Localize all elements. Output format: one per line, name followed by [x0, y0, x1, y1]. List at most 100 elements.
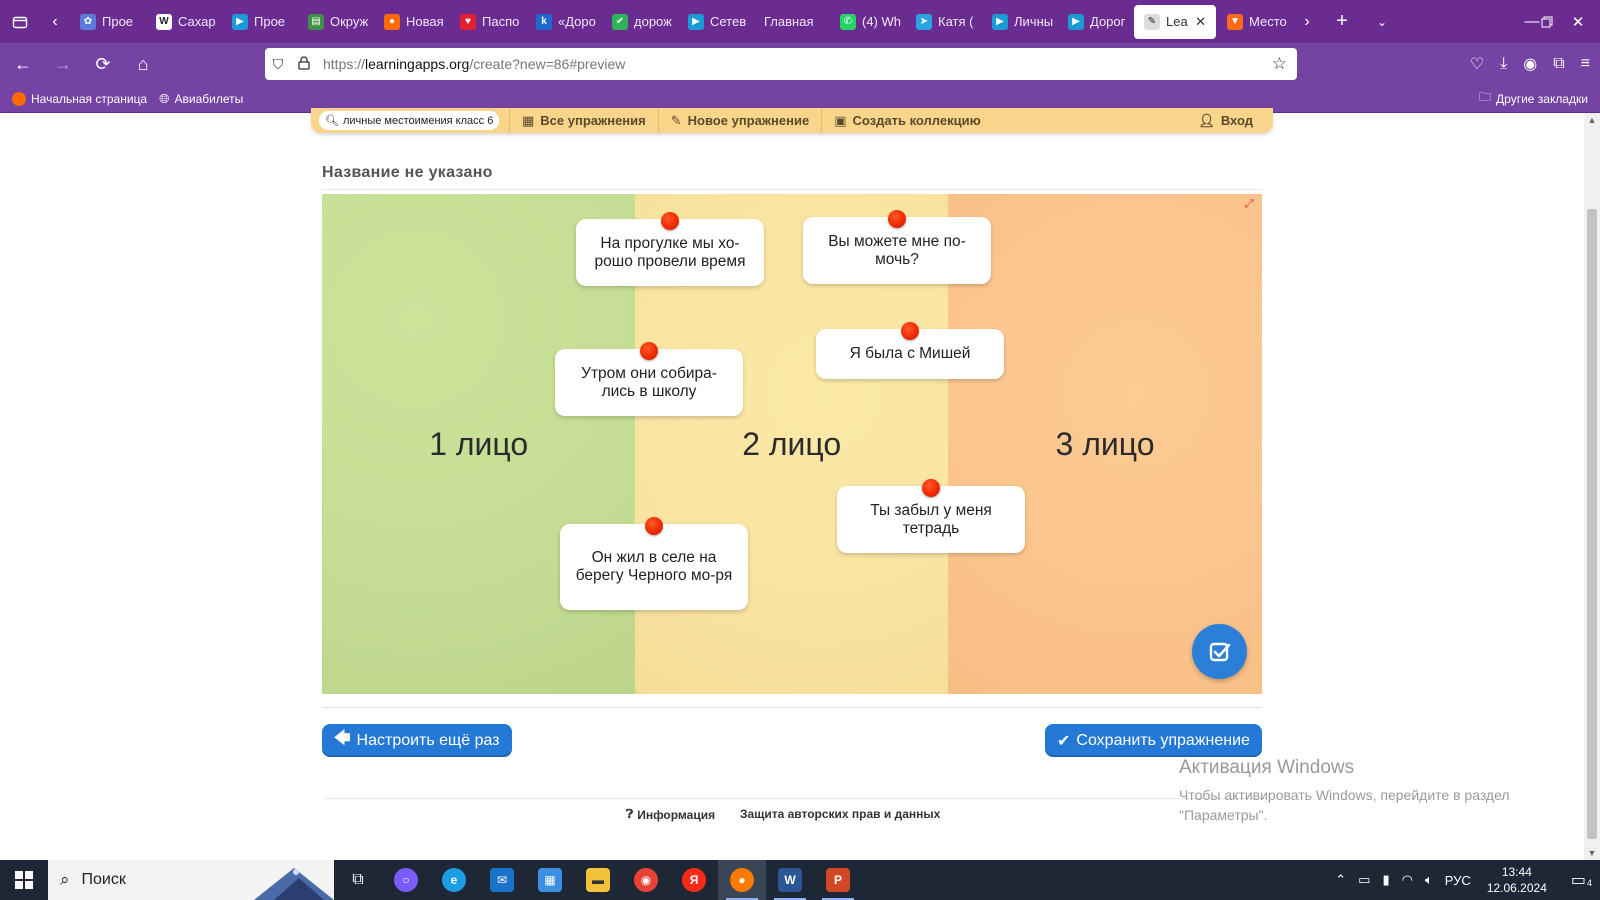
browser-tab[interactable]: ✆(4) Wh [830, 5, 905, 39]
retry-button[interactable]: 🡄︎ Настроить ещё раз [322, 724, 512, 757]
login-link[interactable]: 👤︎ Вход [1198, 112, 1253, 129]
list-tabs-chevron-icon[interactable]: ⌄ [1376, 14, 1388, 29]
edge-icon[interactable]: e [430, 860, 478, 900]
draggable-card[interactable]: Он жил в селе на берегу Черного мо-ря [560, 517, 748, 610]
powerpoint-icon[interactable]: P [814, 860, 862, 900]
tab-favicon-icon: ▤ [308, 13, 324, 30]
chrome-icon[interactable]: ◉ [622, 860, 670, 900]
battery-icon[interactable]: ▮ [1382, 872, 1390, 887]
other-bookmarks[interactable]: 🗀 Другие закладки [1479, 88, 1588, 109]
mail-icon[interactable]: ✉ [478, 860, 526, 900]
scroll-up-icon[interactable]: ▲ [1587, 115, 1597, 125]
exercise-board: 1 лицо 2 лицо 3 лицо ⤢ На прогулке мы хо… [322, 194, 1262, 694]
browser-tab[interactable]: Главная [754, 5, 829, 39]
scroll-tabs-right-icon[interactable]: › [1304, 12, 1310, 30]
tab-label: Lea [1166, 14, 1188, 29]
browser-tab[interactable]: ➤Катя ( [906, 5, 981, 39]
file-explorer-icon[interactable]: ▬ [574, 860, 622, 900]
new-exercise-link[interactable]: ✎ Новое упражнение [657, 108, 821, 133]
notification-count: 4 [1586, 878, 1592, 888]
windows-start-button[interactable] [0, 860, 48, 900]
check-answers-button[interactable] [1192, 624, 1247, 679]
minimize-button[interactable]: — [1524, 13, 1540, 30]
bookmark-home[interactable]: Начальная страница [12, 91, 147, 106]
bookmark-flights[interactable]: 🌐︎ Авиабилеты [159, 90, 244, 106]
browser-tab[interactable]: ▤Окруж [298, 5, 373, 39]
user-icon: 👤︎ [1198, 112, 1215, 128]
volume-icon[interactable]: 🔈︎ [1424, 872, 1433, 887]
account-icon[interactable]: ◉ [1523, 56, 1538, 73]
footer-divider [326, 798, 1266, 799]
draggable-card[interactable]: Я была с Мишей [816, 322, 1004, 379]
page-scrollbar[interactable]: ▲ ▼ [1584, 113, 1600, 860]
browser-tab[interactable]: ▶Личны [982, 5, 1057, 39]
search-input[interactable]: 🔍︎ личные местоимения класс 6 [319, 111, 499, 130]
browser-tab[interactable]: ✔дорож [602, 5, 677, 39]
footer-info-link[interactable]: ❓︎ Информация [626, 807, 716, 822]
notifications-button[interactable]: ▭ 4 [1557, 870, 1600, 890]
alice-icon[interactable]: ○ [382, 860, 430, 900]
draggable-card[interactable]: Вы можете мне по-мочь? [803, 210, 991, 284]
browser-tab[interactable]: ▶Сетев [678, 5, 753, 39]
search-icon: ⌕ [60, 870, 70, 889]
yandex-browser-icon[interactable]: Я [670, 860, 718, 900]
draggable-card[interactable]: Утром они собира-лись в школу [555, 342, 743, 416]
new-tab-button[interactable]: + [1336, 10, 1348, 32]
tab-favicon-icon: k [536, 13, 552, 30]
browser-tab[interactable]: ♥Паспо [450, 5, 525, 39]
tab-manager-icon[interactable] [0, 0, 40, 43]
browser-tab[interactable]: ✎Lea✕ [1134, 4, 1216, 39]
scroll-down-icon[interactable]: ▼ [1587, 848, 1597, 858]
browser-tab[interactable]: k«Доро [526, 5, 601, 39]
scroll-tabs-left-icon[interactable]: ‹ [52, 12, 58, 30]
tab-favicon-icon: ♥ [460, 13, 476, 30]
bookmark-star-icon[interactable]: ☆ [1271, 54, 1287, 73]
reload-icon[interactable]: ⟳ [95, 53, 111, 74]
tracking-shield-icon[interactable]: ⛉ [272, 55, 284, 72]
language-indicator[interactable]: РУС [1444, 872, 1471, 888]
all-exercises-link[interactable]: ▦ Все упражнения [509, 108, 658, 133]
footer-privacy-link[interactable]: Защита авторских прав и данных [740, 807, 941, 821]
meet-now-icon[interactable]: ▭ [1358, 872, 1371, 887]
downloads-icon[interactable]: ⤓ [1500, 55, 1508, 72]
scrollbar-thumb[interactable] [1587, 209, 1597, 839]
pencil-icon: ✎ [670, 112, 682, 128]
restore-button[interactable] [1532, 0, 1562, 43]
fullscreen-icon[interactable]: ⤢ [1244, 198, 1254, 210]
browser-tab[interactable]: ✿Прое [70, 5, 145, 39]
globe-icon: 🌐︎ [159, 90, 170, 106]
draggable-card[interactable]: Ты забыл у меня тетрадь [837, 479, 1025, 553]
home-icon[interactable]: ⌂ [137, 53, 149, 74]
browser-tab[interactable]: ▶Прое [222, 5, 297, 39]
firefox-taskbar-icon[interactable]: ● [718, 860, 766, 900]
close-window-button[interactable]: ✕ [1571, 13, 1585, 31]
create-collection-link[interactable]: ▣ Создать коллекцию [821, 108, 993, 133]
extensions-icon[interactable]: ⧉ [1553, 55, 1565, 72]
pocket-icon[interactable]: ♡ [1469, 56, 1485, 73]
column-3rd-person[interactable]: 3 лицо [948, 194, 1262, 694]
clock[interactable]: 13:44 12.06.2024 [1486, 865, 1547, 895]
browser-tab[interactable]: ●Новая [374, 5, 449, 39]
word-icon[interactable]: W [766, 860, 814, 900]
tab-label: Дорог [1090, 14, 1126, 29]
draggable-card[interactable]: На прогулке мы хо-рошо провели время [576, 212, 764, 286]
lock-icon[interactable] [291, 55, 317, 73]
store-icon[interactable]: ▦ [526, 860, 574, 900]
menu-icon[interactable]: ≡ [1580, 55, 1590, 72]
taskbar-search-box[interactable]: ⌕ Поиск [48, 860, 334, 900]
back-arrow-icon[interactable]: ← [14, 53, 32, 74]
close-tab-icon[interactable]: ✕ [1195, 13, 1206, 29]
checkmark-icon: ✔ [1057, 732, 1071, 750]
address-bar[interactable]: ⛉ https://learningapps.org/create?new=86… [265, 48, 1297, 80]
browser-tab[interactable]: ▼Место [1217, 5, 1292, 39]
tab-label: Сетев [710, 14, 747, 29]
task-view-icon[interactable]: ⧉ [352, 871, 364, 888]
save-exercise-button[interactable]: ✔ Сохранить упражнение [1045, 724, 1262, 757]
windows-activation-watermark: Активация Windows Чтобы активировать Win… [1179, 757, 1510, 823]
tray-chevron-up-icon[interactable]: ⌃ [1335, 872, 1347, 887]
wifi-icon[interactable]: ◠ [1401, 872, 1413, 887]
forward-arrow-icon[interactable]: → [54, 53, 72, 74]
browser-tab[interactable]: ▶Дорог [1058, 5, 1133, 39]
